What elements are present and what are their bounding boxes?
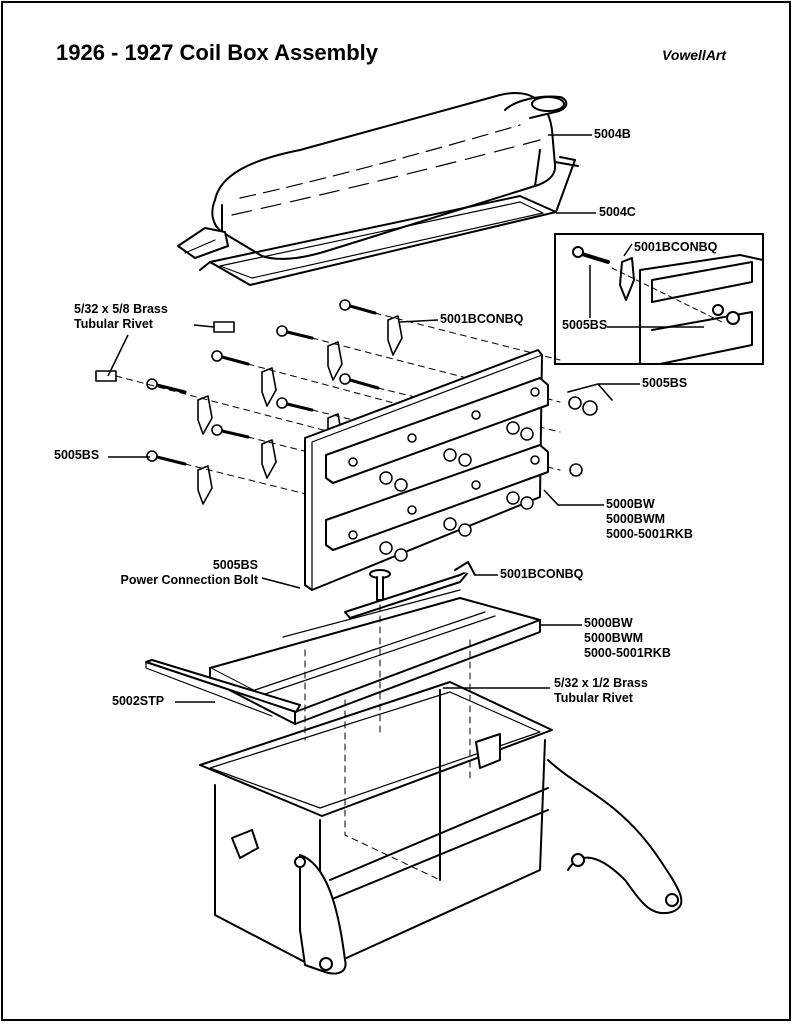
artist-credit: VowellArt: [662, 47, 727, 63]
label-base-board-2: 5000BWM: [584, 631, 644, 645]
label-power-bolt: 5005BS Power Connection Bolt: [100, 558, 259, 588]
coil-box-case: [199, 604, 683, 975]
page-title: 1926 - 1927 Coil Box Assembly: [56, 40, 379, 65]
label-strip: 5002STP: [112, 694, 165, 708]
label-base-board-3: 5000-5001RKB: [584, 646, 671, 660]
label-coil-board: 5000BW 5000BWM 5000-5001RKB: [606, 497, 693, 542]
label-rivet-12-line1: 5/32 x 1/2 Brass: [554, 676, 648, 690]
label-coil-board-3: 5000-5001RKB: [606, 527, 693, 541]
leader-lines: [107, 134, 704, 703]
label-power-bolt-2: Power Connection Bolt: [120, 573, 259, 587]
label-gasket: 5004C: [599, 205, 636, 219]
power-connection: [344, 561, 476, 619]
label-rivet-12: 5/32 x 1/2 Brass Tubular Rivet: [554, 676, 648, 706]
label-connector: 5001BCONBQ: [500, 567, 584, 581]
strip: [145, 659, 301, 717]
label-rivet-58-line2: Tubular Rivet: [74, 317, 153, 331]
label-inset-bolt: 5005BS: [562, 318, 608, 332]
label-inset-bushing: 5001BCONBQ: [634, 240, 718, 254]
coil-box-lid: [177, 92, 568, 260]
label-coil-board-1: 5000BW: [606, 497, 655, 511]
label-base-board: 5000BW 5000BWM 5000-5001RKB: [584, 616, 671, 661]
coil-board: [304, 349, 549, 591]
label-lid: 5004B: [594, 127, 631, 141]
label-coil-board-2: 5000BWM: [606, 512, 666, 526]
label-rivet-58: 5/32 x 5/8 Brass Tubular Rivet: [74, 302, 168, 332]
label-rivet-58-line1: 5/32 x 5/8 Brass: [74, 302, 168, 316]
label-power-bolt-1: 5005BS: [212, 558, 258, 572]
label-base-board-1: 5000BW: [584, 616, 633, 630]
label-bolts-left: 5005BS: [54, 448, 100, 462]
label-bushing-upper: 5001BCONBQ: [440, 312, 524, 326]
lid-gasket: [199, 156, 579, 286]
label-rivet-12-line2: Tubular Rivet: [554, 691, 633, 705]
label-nuts-right: 5005BS: [642, 376, 688, 390]
